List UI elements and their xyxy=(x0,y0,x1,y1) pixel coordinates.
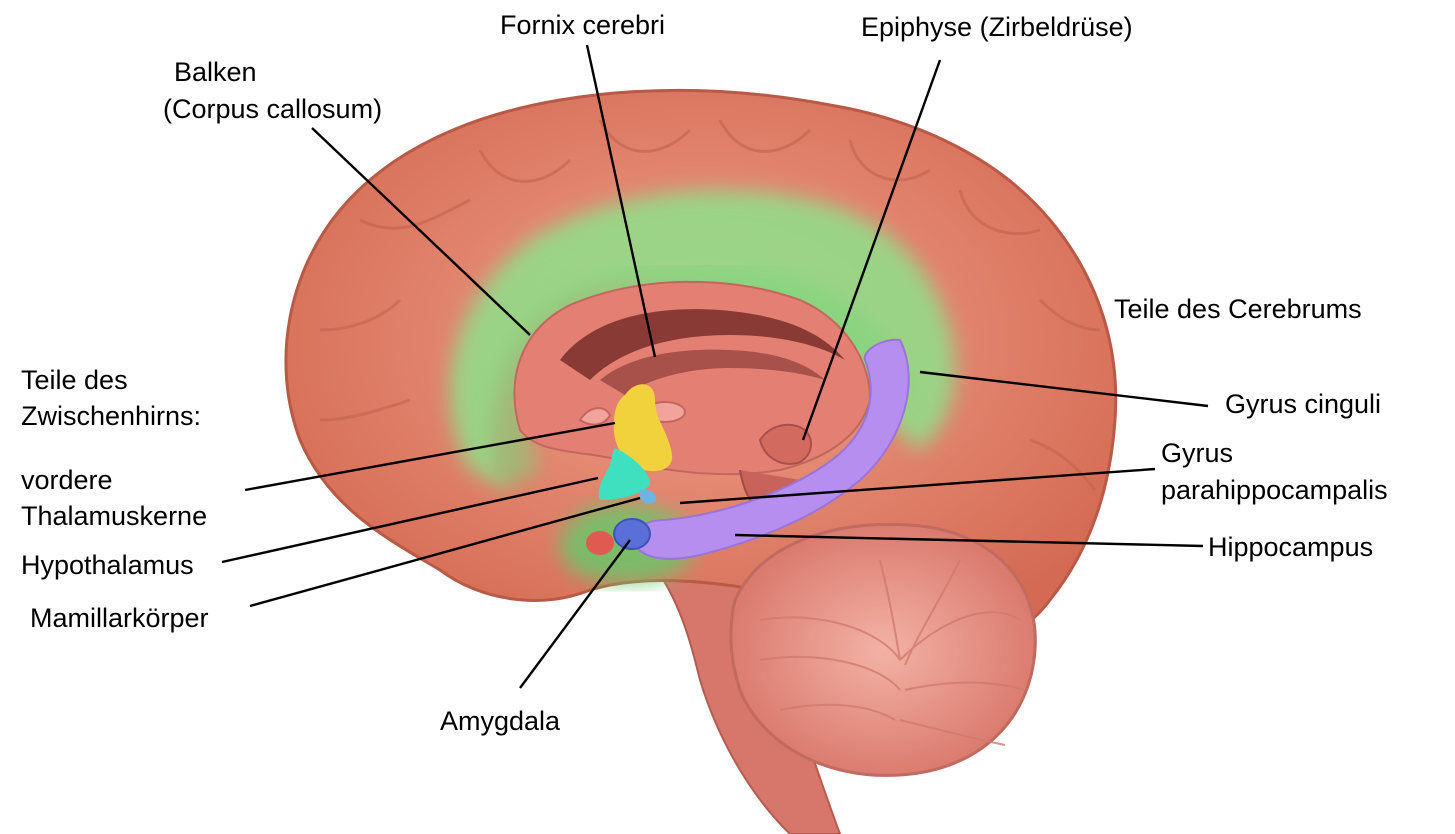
label-parahippo-line1: Gyrus xyxy=(1161,436,1233,470)
label-epiphyse: Epiphyse (Zirbeldrüse) xyxy=(861,10,1133,44)
mamillary-body-structure xyxy=(586,531,614,555)
label-zwischenhirn-line1: Teile des xyxy=(21,363,128,397)
label-teile-des-cerebrums: Teile des Cerebrums xyxy=(1114,292,1362,326)
label-amygdala: Amygdala xyxy=(440,704,560,738)
label-gyrus-cinguli: Gyrus cinguli xyxy=(1225,387,1381,421)
label-fornix-cerebri: Fornix cerebri xyxy=(500,8,665,42)
label-balken-line1: Balken xyxy=(174,55,257,89)
label-vordere-line1: vordere xyxy=(21,463,113,497)
label-mamillarkorper: Mamillarkörper xyxy=(30,601,209,635)
label-hypothalamus: Hypothalamus xyxy=(21,548,194,582)
label-vordere-line2: Thalamuskerne xyxy=(21,499,207,533)
cerebellum xyxy=(731,524,1035,775)
label-balken-line2: (Corpus callosum) xyxy=(163,92,382,126)
label-zwischenhirn-line2: Zwischenhirns: xyxy=(21,399,201,433)
amygdala-structure xyxy=(614,519,650,549)
label-hippocampus: Hippocampus xyxy=(1208,530,1373,564)
label-parahippo-line2: parahippocampalis xyxy=(1161,473,1388,507)
